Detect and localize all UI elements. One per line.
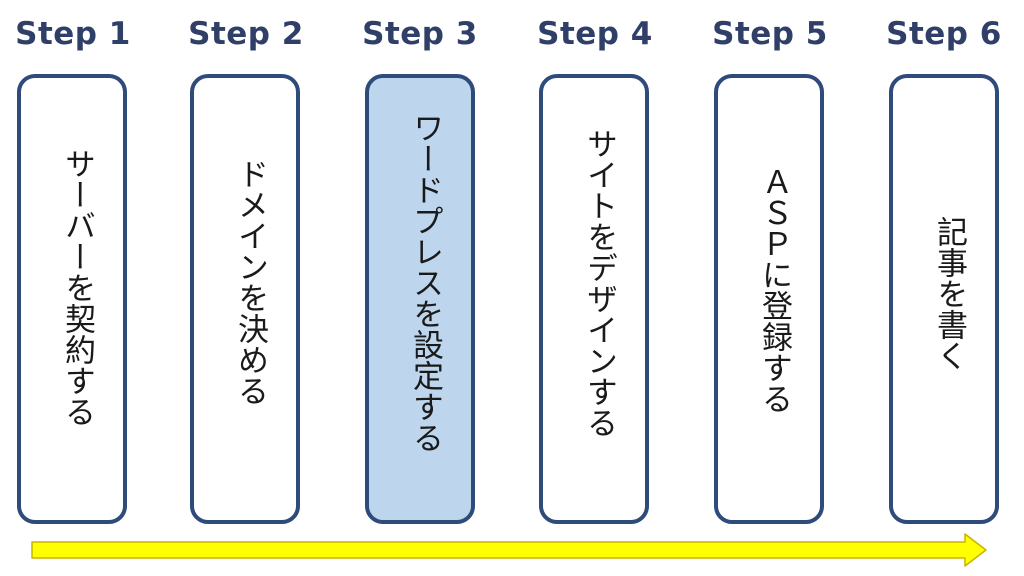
- step-5-box: ＡＳＰに登録する: [714, 74, 824, 524]
- step-4-text: サイトをデザインする: [581, 128, 617, 438]
- step-5-text: ＡＳＰに登録する: [756, 166, 792, 414]
- step-2-text: ドメインを決める: [232, 158, 268, 406]
- step-1-text: サーバーを契約する: [59, 148, 95, 427]
- step-1-box: サーバーを契約する: [17, 74, 127, 524]
- step-6-box: 記事を書く: [889, 74, 999, 524]
- step-5-label: Step 5: [712, 16, 828, 52]
- step-4-box: サイトをデザインする: [539, 74, 649, 524]
- step-2-label: Step 2: [188, 16, 304, 52]
- step-4-label: Step 4: [537, 16, 653, 52]
- step-2-box: ドメインを決める: [190, 74, 300, 524]
- step-6-label: Step 6: [886, 16, 1002, 52]
- arrow-shape: [31, 533, 987, 567]
- step-3-label: Step 3: [362, 16, 478, 52]
- step-1-label: Step 1: [15, 16, 131, 52]
- step-3-box: ワードプレスを設定する: [365, 74, 475, 524]
- step-6-text: 記事を書く: [931, 216, 967, 371]
- step-3-text: ワードプレスを設定する: [407, 112, 443, 453]
- right-arrow-icon: [30, 532, 990, 568]
